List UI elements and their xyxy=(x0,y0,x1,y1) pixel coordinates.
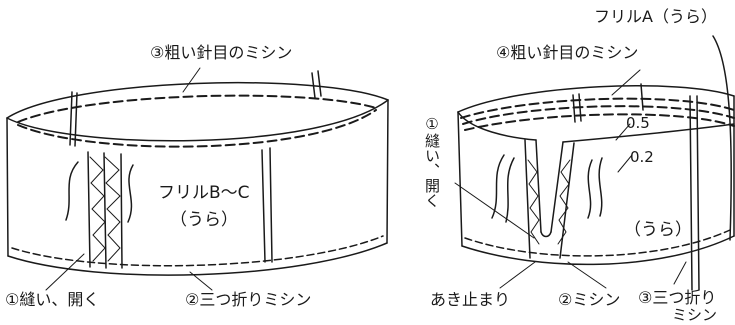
left-band-side-right xyxy=(386,99,389,244)
left-coarse-stitch-front xyxy=(17,109,377,148)
right-zigzag-2 xyxy=(557,159,571,245)
right-stitch-1 xyxy=(460,97,735,119)
left-seam-line-2 xyxy=(103,152,107,269)
right-frill-band xyxy=(454,35,735,291)
right-label-measure-02: 0.2 xyxy=(630,148,654,166)
right-thread-2 xyxy=(640,83,644,111)
left-label-frill-bc: フリルB～C xyxy=(158,183,250,203)
right-opening-stop-point xyxy=(540,231,552,238)
left-thread-3 xyxy=(311,72,316,99)
right-leader-02 xyxy=(617,154,633,173)
left-label-triple-fold: ②三つ折りミシン xyxy=(185,290,312,309)
right-label-reverse: （うら） xyxy=(624,220,692,240)
left-leader-triple-fold xyxy=(189,271,213,291)
right-wrinkle-3 xyxy=(587,159,593,219)
right-thread-1 xyxy=(572,94,576,123)
right-triple-fold-stitch xyxy=(464,229,731,257)
left-zigzag-2 xyxy=(104,156,121,262)
right-front-edge-left xyxy=(457,111,537,141)
right-band-bottom-edge xyxy=(461,235,735,266)
left-band-top-rim xyxy=(6,81,389,119)
left-leader-sew-open xyxy=(45,253,85,291)
right-seam-1 xyxy=(524,139,531,259)
right-leader-machine xyxy=(567,261,607,289)
left-thread-1b xyxy=(74,92,78,147)
right-label-measure-05: 0.5 xyxy=(626,114,650,132)
right-front-edge-right xyxy=(562,123,735,143)
right-slit-right xyxy=(550,141,564,233)
left-band-top-front-edge xyxy=(6,99,389,142)
left-thread-1 xyxy=(69,91,73,146)
left-band-side-left xyxy=(6,117,9,257)
right-thread-3b xyxy=(696,95,700,291)
right-label-sew-open-vertical: ①縫い、開く xyxy=(423,115,441,208)
left-thread-2b xyxy=(269,147,273,263)
left-frill-band xyxy=(6,67,389,291)
right-label-coarse-stitch: ④粗い針目のミシン xyxy=(496,43,639,62)
left-band-bottom-edge xyxy=(7,242,388,276)
right-slit-left xyxy=(535,139,542,233)
left-zigzag-1 xyxy=(89,156,106,262)
right-leader-05 xyxy=(615,123,631,141)
right-leader-coarse xyxy=(611,69,641,96)
left-thread-2 xyxy=(261,149,266,263)
left-label-coarse-stitch: ③粗い針目のミシン xyxy=(150,43,293,62)
right-thread-1b xyxy=(578,93,582,122)
right-label-opening-stop: あき止まり xyxy=(430,290,511,309)
left-leader-coarse xyxy=(182,67,201,93)
right-label-triple-fold-2: ミシン xyxy=(672,306,718,324)
right-stitch-3 xyxy=(464,113,735,131)
right-wrinkle-1 xyxy=(491,154,505,219)
right-zigzag-1 xyxy=(527,159,540,245)
left-label-sew-open: ①縫い、開く xyxy=(5,290,100,309)
right-band-side-left xyxy=(457,111,463,247)
right-label-machine: ②ミシン xyxy=(558,290,621,309)
left-thread-3b xyxy=(317,70,322,97)
right-band-top-rim xyxy=(457,85,735,113)
left-seam-line-1 xyxy=(87,151,91,268)
left-label-reverse: （うら） xyxy=(170,210,238,230)
right-wrinkle-2 xyxy=(505,157,515,223)
right-leader-triple-fold xyxy=(673,261,687,285)
right-label-frill-a: フリルA（うら） xyxy=(594,7,717,26)
left-triple-fold-stitch xyxy=(11,235,384,267)
left-seam-line-3 xyxy=(120,153,123,269)
left-wrinkle-1 xyxy=(65,161,79,221)
right-wrinkle-4 xyxy=(598,157,603,217)
right-thread-3 xyxy=(689,95,693,291)
left-coarse-stitch-back xyxy=(17,94,377,123)
left-wrinkle-2 xyxy=(127,164,134,223)
right-stitch-2 xyxy=(462,105,735,125)
right-leader-sew-open xyxy=(454,182,535,239)
right-leader-opening-stop xyxy=(499,261,536,289)
right-frill-a-edge xyxy=(712,35,732,241)
right-seam-2 xyxy=(559,142,575,259)
right-label-triple-fold-1: ③三つ折り xyxy=(638,288,717,307)
